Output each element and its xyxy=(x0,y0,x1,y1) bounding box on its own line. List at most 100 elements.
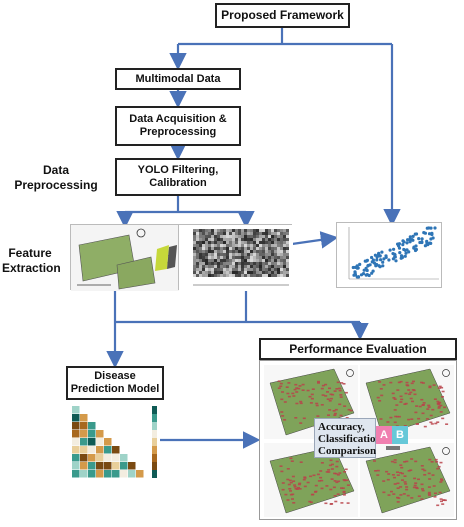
scatter-point xyxy=(363,259,367,263)
heatmap-cell xyxy=(72,422,80,430)
heatmap-cell xyxy=(80,414,88,422)
heatmap-cell xyxy=(72,470,80,478)
ab-comparison-icon: A B xyxy=(376,420,410,452)
scatter-point xyxy=(423,244,427,248)
yolo-filtering-label: YOLO Filtering, Calibration xyxy=(137,164,219,189)
heatmap-cell xyxy=(104,454,112,462)
heatmap-cell xyxy=(128,470,136,478)
scatter-point xyxy=(375,262,379,267)
heatmap-cell xyxy=(72,454,80,462)
scatter-point xyxy=(401,243,405,247)
scatter-point xyxy=(410,238,414,242)
badge-b: B xyxy=(392,426,408,444)
scatter-point xyxy=(423,231,427,235)
texture-feature-panel xyxy=(178,224,293,291)
heatmap-cell xyxy=(104,438,112,446)
feature-extraction-label: Feature Extraction xyxy=(2,246,61,275)
heatmap-cell xyxy=(72,462,80,470)
performance-evaluation-title: Performance Evaluation xyxy=(289,341,427,356)
heatmap-cell xyxy=(80,446,88,454)
scatter-point xyxy=(414,244,418,248)
scatter-plot xyxy=(348,226,439,280)
heatmap-cell xyxy=(96,430,104,438)
scatter-point xyxy=(379,258,383,262)
scatter-point xyxy=(397,246,402,250)
heatmap-cell xyxy=(88,430,96,438)
scatter-point xyxy=(412,246,416,250)
scatter-point xyxy=(388,248,392,252)
data-acquisition-label: Data Acquisition & Preprocessing xyxy=(129,113,227,138)
scatter-point xyxy=(408,235,412,239)
heatmap-cell xyxy=(96,454,104,462)
scatter-plot-panel xyxy=(336,222,442,288)
scatter-point xyxy=(429,241,433,245)
scatter-point xyxy=(402,247,406,252)
scatter-point xyxy=(378,265,382,269)
proposed-framework-box: Proposed Framework xyxy=(215,3,350,28)
scatter-point xyxy=(405,241,409,245)
scatter-point xyxy=(427,232,432,236)
scatter-point xyxy=(355,264,359,268)
heatmap-cell xyxy=(120,470,128,478)
heatmap-cell xyxy=(88,422,96,430)
heatmap-cell xyxy=(96,438,104,446)
orthomosaic-images xyxy=(71,225,179,291)
scatter-point xyxy=(406,238,410,242)
heatmap-cell xyxy=(88,446,96,454)
scatter-point xyxy=(373,253,377,257)
scatter-point xyxy=(364,273,368,277)
data-preprocessing-label: Data Preprocessing xyxy=(14,163,98,192)
scatter-point xyxy=(361,272,366,276)
scatter-point xyxy=(387,258,391,262)
scatter-point xyxy=(398,251,402,255)
scatter-point xyxy=(403,254,407,258)
scatter-point xyxy=(366,264,370,268)
flow-arrows xyxy=(106,28,401,449)
heatmap-cell xyxy=(112,470,120,478)
field-map xyxy=(269,446,355,514)
heatmap-cell xyxy=(88,454,96,462)
heatmap-cell xyxy=(80,438,88,446)
scatter-point xyxy=(393,253,397,257)
heatmap-cell xyxy=(80,454,88,462)
scatter-point xyxy=(430,232,434,237)
scatter-point xyxy=(392,247,396,251)
scatter-point xyxy=(380,250,384,254)
heatmap-cell xyxy=(112,446,120,454)
heatmap-cell xyxy=(72,406,80,414)
heatmap-cell xyxy=(72,414,80,422)
heatmap-cell xyxy=(136,470,144,478)
scatter-point xyxy=(371,258,375,262)
scatter-point xyxy=(399,254,404,258)
scatter-point xyxy=(394,259,398,263)
scatter-point xyxy=(411,234,415,238)
scatter-point xyxy=(358,262,362,266)
scatter-point xyxy=(417,237,421,241)
heatmap-cell xyxy=(72,430,80,438)
scatter-point xyxy=(420,237,424,241)
performance-evaluation-title-box: Performance Evaluation xyxy=(259,338,457,360)
field-maps-grid xyxy=(264,365,454,517)
heatmap-cell xyxy=(104,446,112,454)
scatter-point xyxy=(426,242,430,246)
scatter-point xyxy=(408,240,412,244)
monitor-stand xyxy=(386,446,400,450)
scatter-point xyxy=(414,247,418,252)
scatter-point xyxy=(384,255,388,259)
heatmap-cell xyxy=(80,470,88,478)
scatter-point xyxy=(431,236,435,240)
heatmap-cell xyxy=(80,462,88,470)
disease-prediction-model-box: Disease Prediction Model xyxy=(66,366,164,400)
heatmap-cell xyxy=(104,470,112,478)
data-acquisition-box: Data Acquisition & Preprocessing xyxy=(115,106,241,146)
heatmap-cell xyxy=(88,438,96,446)
texture-image xyxy=(179,225,293,291)
badge-a: A xyxy=(376,426,392,444)
orthomosaic-feature-panel xyxy=(70,224,179,291)
scatter-point xyxy=(413,232,417,236)
heatmap-cell xyxy=(128,462,136,470)
multimodal-data-box: Multimodal Data xyxy=(115,68,241,90)
scatter-point xyxy=(371,269,375,273)
heatmap-cell xyxy=(112,454,120,462)
heatmap-cell xyxy=(96,462,104,470)
